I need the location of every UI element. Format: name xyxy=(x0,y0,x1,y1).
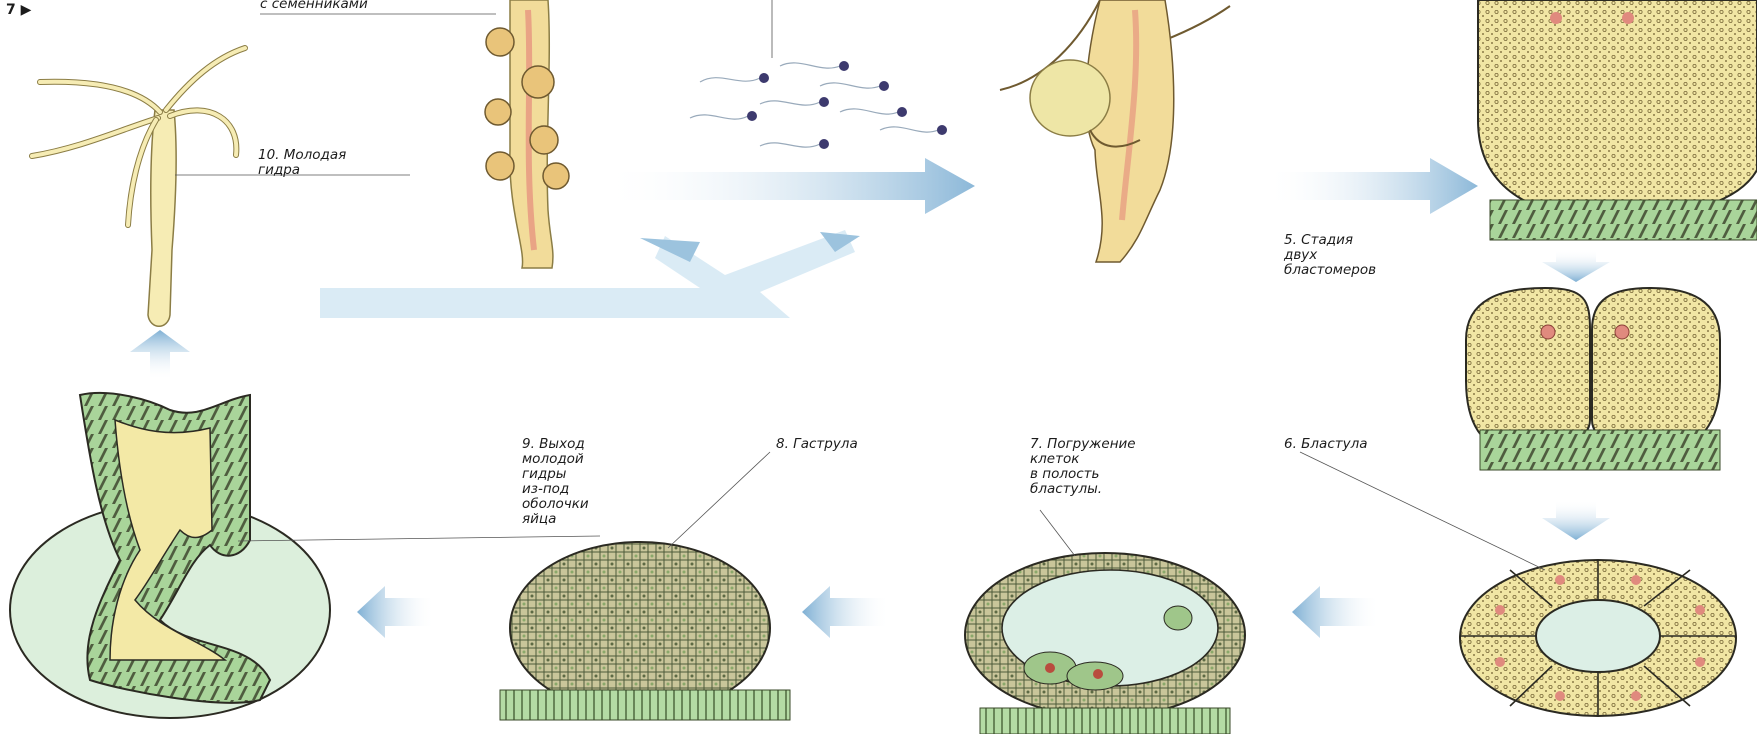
label-two-blastomeres-line-3: бластомеров xyxy=(1284,263,1376,278)
sperm-icon xyxy=(760,97,829,107)
label-immersion: 7. Погружение клеток в полость бластулы. xyxy=(1030,437,1136,497)
sperm-icon xyxy=(840,107,907,117)
label-immersion-line-3: в полость xyxy=(1030,467,1136,482)
hydra-with-egg-illustration xyxy=(1000,0,1230,262)
arrow-down-right-1 xyxy=(1542,250,1610,282)
label-two-blastomeres-line-1: 5. Стадия xyxy=(1284,233,1376,248)
page-number: 7 xyxy=(6,2,16,18)
sperm-cells-illustration xyxy=(690,0,947,149)
egg-cell-illustration xyxy=(1478,0,1757,240)
label-immersion-line-2: клеток xyxy=(1030,452,1136,467)
young-hydra-illustration xyxy=(32,48,410,326)
label-young-hydra: 10. Молодая гидра xyxy=(258,148,346,178)
two-blastomeres-illustration xyxy=(1466,288,1720,470)
label-blastula-text: 6. Бластула xyxy=(1284,437,1368,452)
label-testes: с семенниками xyxy=(260,0,368,12)
arrow-up-left xyxy=(130,330,190,380)
label-gastrula-text: 8. Гаструла xyxy=(776,437,858,452)
label-two-blastomeres: 5. Стадия двух бластомеров xyxy=(1284,233,1376,278)
arrow-top-right xyxy=(1265,158,1478,214)
label-immersion-line-4: бластулы. xyxy=(1030,482,1136,497)
arrow-down-right-2 xyxy=(1542,500,1610,540)
label-two-blastomeres-line-2: двух xyxy=(1284,248,1376,263)
label-exit-line-3: гидры xyxy=(522,467,589,482)
sperm-icon xyxy=(780,61,849,71)
hydra-exit-illustration xyxy=(10,393,600,718)
sperm-icon xyxy=(880,125,947,135)
label-exit-line-6: яйца xyxy=(522,512,589,527)
label-exit-line-1: 9. Выход xyxy=(522,437,589,452)
page-arrow-icon: ▶ xyxy=(21,2,32,18)
sperm-icon xyxy=(760,139,829,149)
label-young-hydra-line-2: гидра xyxy=(258,163,346,178)
label-exit-line-5: оболочки xyxy=(522,497,589,512)
label-blastula: 6. Бластула xyxy=(1284,437,1368,452)
label-young-hydra-line-1: 10. Молодая xyxy=(258,148,346,163)
label-exit-line-4: из-под xyxy=(522,482,589,497)
label-testes-text: с семенниками xyxy=(260,0,368,12)
label-exit-line-2: молодой xyxy=(522,452,589,467)
label-gastrula: 8. Гаструла xyxy=(776,437,858,452)
label-exit: 9. Выход молодой гидры из-под оболочки я… xyxy=(522,437,589,527)
page-marker: 7 ▶ xyxy=(6,2,31,18)
sperm-icon xyxy=(820,81,889,91)
arrow-left-3 xyxy=(357,586,435,638)
arrow-left-1 xyxy=(1292,586,1380,638)
sperm-icon xyxy=(700,73,769,83)
arrow-top-center xyxy=(600,158,975,214)
sperm-icon xyxy=(690,111,757,121)
arrow-merge-return xyxy=(320,230,860,318)
label-immersion-line-1: 7. Погружение xyxy=(1030,437,1136,452)
hydra-with-testes-illustration xyxy=(260,0,569,268)
blastula-illustration xyxy=(1300,452,1736,716)
cell-immersion-illustration xyxy=(965,510,1245,734)
arrow-left-2 xyxy=(802,586,890,638)
